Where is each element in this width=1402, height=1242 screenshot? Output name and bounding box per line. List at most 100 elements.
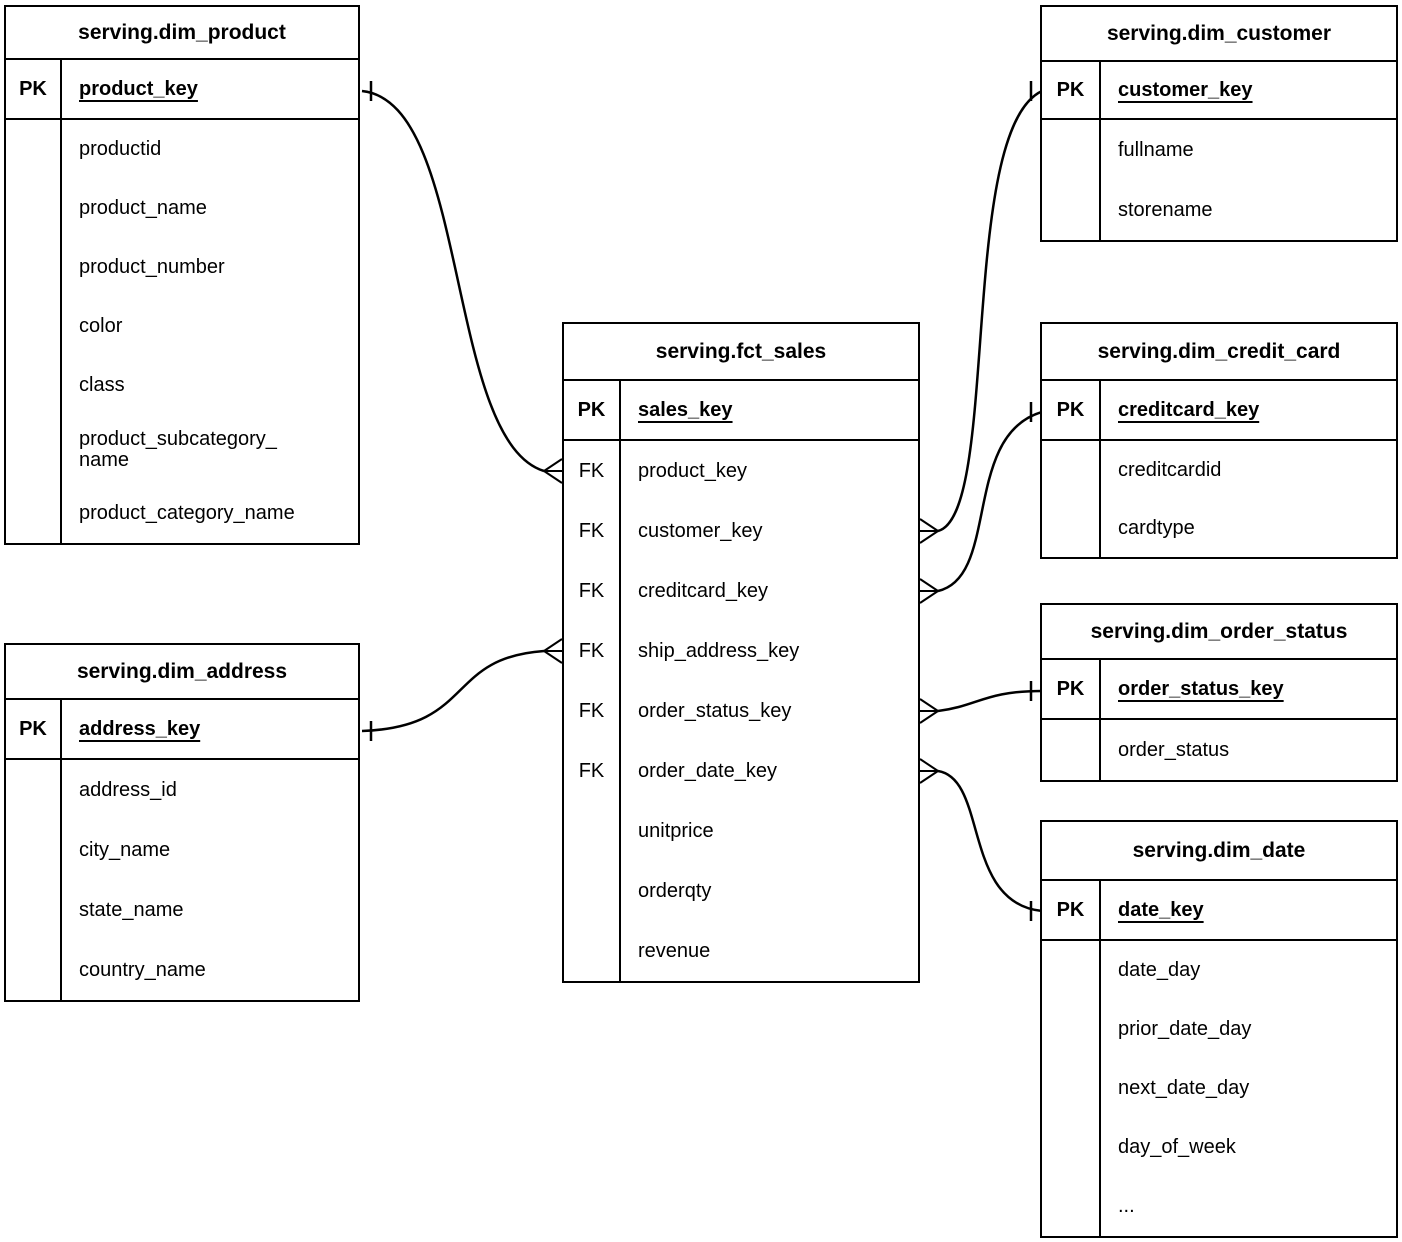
table-title: serving.fct_sales xyxy=(564,324,918,381)
field-row: next_date_day xyxy=(1042,1059,1396,1118)
key-badge-empty xyxy=(1042,1059,1101,1118)
pk-field-name-text: sales_key xyxy=(638,398,733,421)
table-title: serving.dim_order_status xyxy=(1042,605,1396,660)
field-name: product_key xyxy=(638,459,747,482)
field-name: customer_key xyxy=(638,519,763,542)
field-row: revenue xyxy=(564,921,918,981)
fk-badge: FK xyxy=(564,561,621,621)
field-name: productid xyxy=(79,138,162,160)
crowfoot-many-marker xyxy=(919,518,939,544)
key-badge-empty xyxy=(6,940,62,1000)
pk-badge: PK xyxy=(564,381,621,439)
field-name: order_date_key xyxy=(638,759,777,782)
pk-badge: PK xyxy=(1042,381,1101,439)
key-badge-empty xyxy=(6,179,62,238)
pk-badge: PK xyxy=(1042,881,1101,939)
field-name: next_date_day xyxy=(1118,1077,1250,1099)
pk-badge: PK xyxy=(6,60,62,118)
field-name: city_name xyxy=(79,838,171,861)
pk-field-name: product_key xyxy=(62,60,358,118)
table-title: serving.dim_date xyxy=(1042,822,1396,881)
relationship-fct_sales-dim_customer xyxy=(919,81,1043,544)
key-badge-empty xyxy=(1042,1177,1101,1236)
field-name: ... xyxy=(1118,1195,1135,1217)
field-row: state_name xyxy=(6,880,358,940)
field-row: date_day xyxy=(1042,941,1396,1000)
field-row: productid xyxy=(6,120,358,179)
pk-field-name: order_status_key xyxy=(1101,660,1396,718)
field-name: date_day xyxy=(1118,959,1201,981)
field-name: class xyxy=(79,374,125,396)
field-row: product_category_name xyxy=(6,484,358,543)
field-row: ... xyxy=(1042,1177,1396,1236)
pk-field-name: address_key xyxy=(62,700,358,758)
primary-key-row: PK creditcard_key xyxy=(1042,381,1396,441)
relationship-dim_product-fct_sales xyxy=(361,81,563,484)
field-row: order_status xyxy=(1042,720,1396,780)
field-name: fullname xyxy=(1118,138,1194,161)
field-row: storename xyxy=(1042,180,1396,240)
key-badge-empty xyxy=(1042,720,1101,780)
pk-field-name-text: creditcard_key xyxy=(1118,398,1260,421)
table-title: serving.dim_address xyxy=(6,645,358,700)
pk-badge: PK xyxy=(1042,660,1101,718)
field-row: address_id xyxy=(6,760,358,820)
relationship-fct_sales-dim_date xyxy=(919,758,1043,921)
connector-line xyxy=(361,649,545,733)
table-title: serving.dim_product xyxy=(6,7,358,60)
pk-field-name: date_key xyxy=(1101,881,1396,939)
connector-line xyxy=(937,689,1043,713)
pk-badge: PK xyxy=(1042,62,1101,118)
field-row: FK order_date_key xyxy=(564,741,918,801)
field-name: storename xyxy=(1118,198,1213,221)
connector-line xyxy=(937,89,1043,533)
field-name: product_category_name xyxy=(79,502,295,524)
crowfoot-many-marker xyxy=(919,578,939,604)
field-name: creditcard_key xyxy=(638,579,769,602)
key-badge-empty xyxy=(1042,941,1101,1000)
key-badge-empty xyxy=(6,820,62,880)
field-name: orderqty xyxy=(638,879,712,902)
key-badge-empty xyxy=(6,760,62,820)
field-name: color xyxy=(79,315,123,337)
field-name: product_name xyxy=(79,197,207,219)
field-name: cardtype xyxy=(1118,516,1195,539)
field-name: ship_address_key xyxy=(638,639,800,662)
field-row: product_name xyxy=(6,179,358,238)
field-row: cardtype xyxy=(1042,499,1396,557)
field-name: day_of_week xyxy=(1118,1136,1236,1158)
fk-badge: FK xyxy=(564,741,621,801)
pk-field-name-text: date_key xyxy=(1118,898,1204,921)
field-row: color xyxy=(6,297,358,356)
pk-field-name: customer_key xyxy=(1101,62,1396,118)
key-badge-empty xyxy=(6,484,62,543)
fk-badge: FK xyxy=(564,681,621,741)
field-row: class xyxy=(6,356,358,415)
crowfoot-many-marker xyxy=(919,698,939,724)
field-name: revenue xyxy=(638,939,711,962)
connector-line xyxy=(361,89,545,473)
primary-key-row: PK date_key xyxy=(1042,881,1396,941)
key-badge-empty xyxy=(6,120,62,179)
crowfoot-many-marker xyxy=(543,458,563,484)
key-badge-empty xyxy=(564,861,621,921)
crowfoot-many-marker xyxy=(919,758,939,784)
key-badge-empty xyxy=(6,415,62,484)
field-row: creditcardid xyxy=(1042,441,1396,499)
pk-field-name: sales_key xyxy=(621,381,918,439)
pk-field-name: creditcard_key xyxy=(1101,381,1396,439)
